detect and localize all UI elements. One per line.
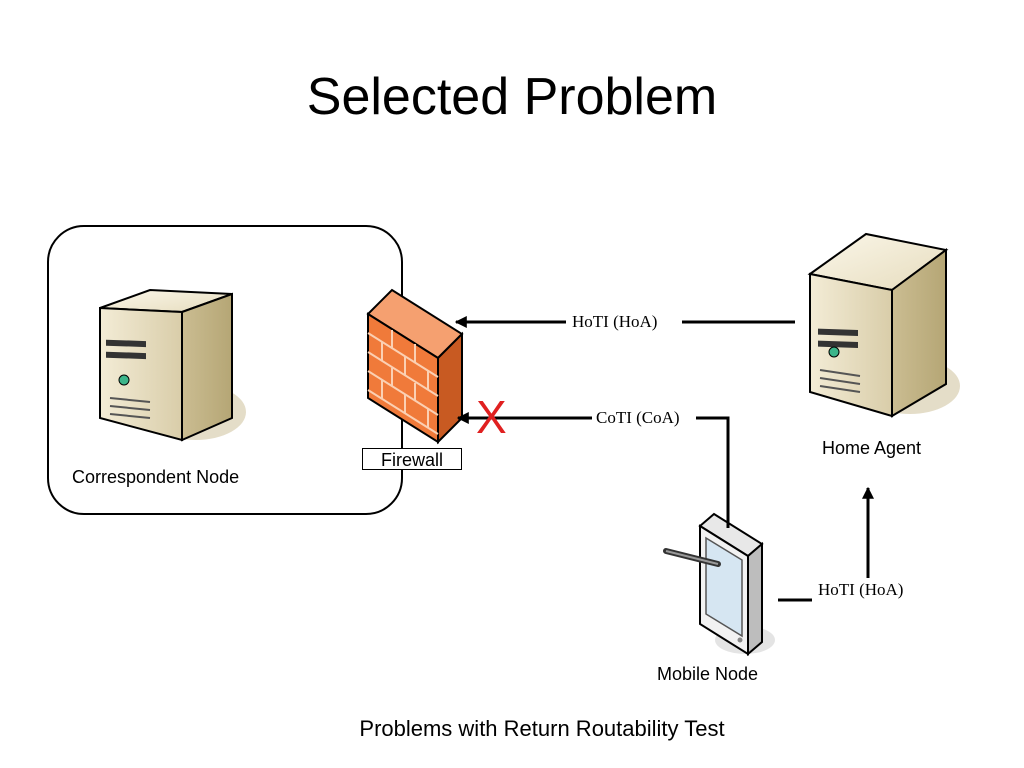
hoti-top-label: HoTI (HoA)	[570, 312, 660, 332]
home-agent-label: Home Agent	[822, 438, 922, 458]
slide-caption: Problems with Return Routability Test	[359, 716, 725, 741]
correspondent-server-icon	[99, 288, 246, 442]
mobile-node-label: Mobile Node	[657, 664, 759, 684]
blocked-x-mark: X	[476, 391, 507, 443]
firewall-label: Firewall	[362, 448, 462, 470]
mobile-node-tablet-icon	[663, 512, 775, 657]
firewall-icon	[366, 288, 464, 445]
slide-title: Selected Problem	[306, 68, 718, 126]
home-agent-server-icon	[807, 232, 960, 418]
coti-label: CoTI (CoA)	[594, 408, 682, 428]
coti-line-mobile	[696, 416, 730, 528]
correspondent-node-label: Correspondent Node	[72, 467, 240, 487]
hoti-bottom-label: HoTI (HoA)	[816, 580, 906, 600]
